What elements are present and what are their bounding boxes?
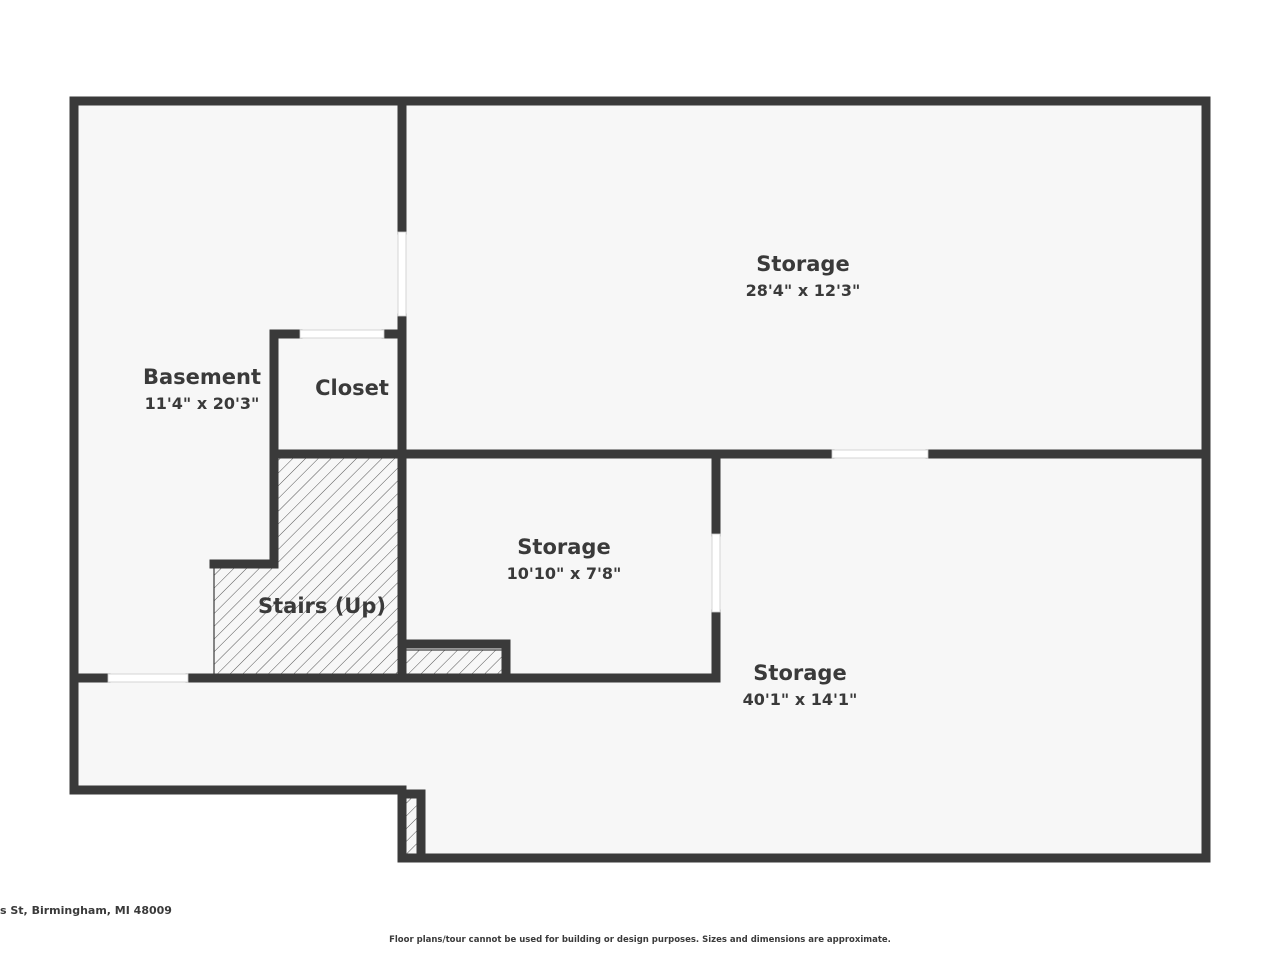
floor-area: [74, 101, 1206, 858]
opening-storage-mid-right: [711, 533, 721, 613]
room-label-storage-large: Storage: [753, 661, 846, 685]
opening-basement-bottom: [107, 673, 189, 683]
wall-stair-landing: [397, 639, 511, 683]
room-label-storage-middle: Storage: [517, 535, 610, 559]
room-dimensions-storage-large: 40'1" x 14'1": [743, 690, 858, 709]
opening-basement-storage: [397, 231, 407, 317]
opening-closet-door: [299, 329, 385, 339]
exterior-wall: [69, 96, 1211, 863]
openings: [107, 231, 929, 683]
room-dimensions-storage-middle: 10'10" x 7'8": [507, 564, 622, 583]
room-label-storage-top: Storage: [756, 252, 849, 276]
walls: [69, 96, 1211, 863]
room-dimensions-basement: 11'4" x 20'3": [145, 394, 260, 413]
room-label-basement: Basement: [143, 365, 261, 389]
floor-plan: Basement 11'4" x 20'3" Closet Stairs (Up…: [69, 96, 1211, 863]
stair-landing-hatch: [401, 649, 505, 677]
property-address: s St, Birmingham, MI 48009: [0, 904, 172, 917]
room-label-stairs: Stairs (Up): [258, 594, 386, 618]
room-label-closet: Closet: [315, 376, 389, 400]
room-dimensions-storage-top: 28'4" x 12'3": [746, 281, 861, 300]
opening-storage-top-bottom: [831, 449, 929, 459]
floor-plan-disclaimer: Floor plans/tour cannot be used for buil…: [389, 935, 891, 945]
small-stair-hatch: [402, 798, 421, 855]
